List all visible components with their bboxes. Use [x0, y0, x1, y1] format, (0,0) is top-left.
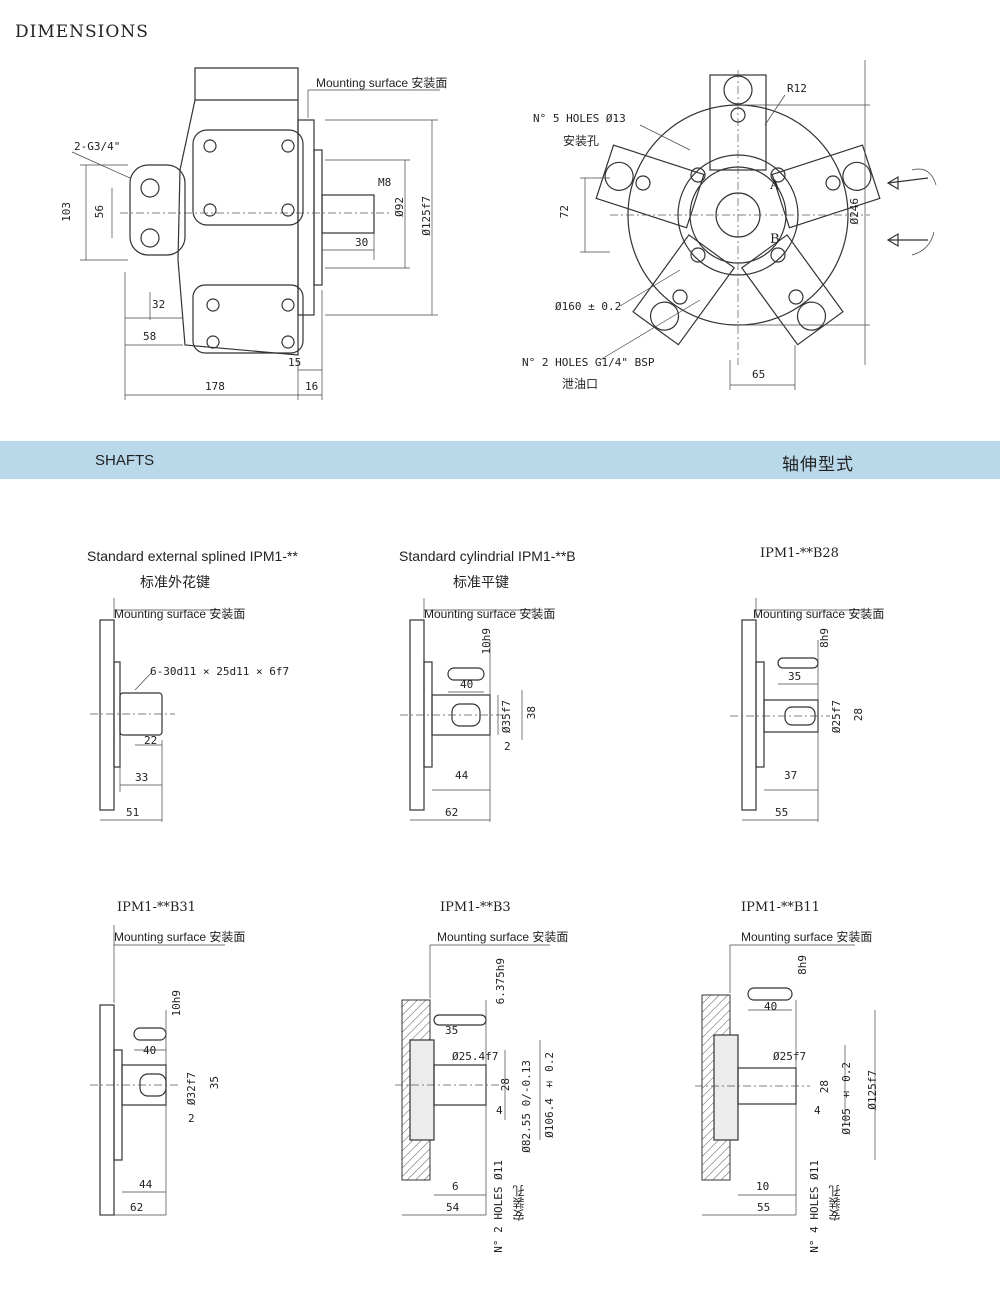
shaft-4-title: IPM1-**B31: [117, 900, 196, 915]
shaft-4-d2: 2: [188, 1112, 195, 1125]
shaft-4-d44: 44: [139, 1178, 153, 1191]
shaft-1-d33: 33: [135, 771, 149, 784]
dim-72: 72: [558, 205, 571, 219]
shaft-1-spline: 6-30d11 × 25d11 × 6f7: [150, 665, 290, 678]
shaft-6-d28: 28: [818, 1080, 831, 1094]
shaft-2-title: Standard cylindrial IPM1-**B: [399, 548, 576, 564]
shaft-3-key: 8h9: [818, 628, 831, 648]
port-a-label: A: [770, 178, 780, 193]
shaft-3-d37: 37: [784, 769, 798, 782]
shaft-1-d22: 22: [144, 734, 158, 747]
shaft-5-holes: N° 2 HOLES Ø11: [492, 1160, 505, 1253]
page-title: DIMENSIONS: [15, 22, 149, 42]
section-band: [0, 441, 1000, 479]
shaft-1-title: Standard external splined IPM1-**: [87, 548, 298, 564]
shaft-4-d35: 35: [208, 1076, 221, 1090]
shaft-4-d62: 62: [130, 1201, 144, 1214]
dim-16: 16: [305, 380, 319, 393]
dim-15: 15: [288, 356, 302, 369]
shaft-6-d10: 10: [756, 1180, 770, 1193]
holes-cn-label: 安装孔: [563, 134, 600, 148]
shaft-3-d55: 55: [775, 806, 789, 819]
shaft-drawing-4: [90, 925, 225, 1216]
shaft-drawing-5: [395, 944, 550, 1216]
shaft-6-d125: Ø125f7: [866, 1070, 879, 1110]
shaft-2-d2: 2: [504, 740, 511, 753]
shaft-5-d54: 54: [446, 1201, 460, 1214]
mounting-surface-label: Mounting surface 安装面: [316, 76, 448, 90]
shaft-4-d32: Ø32f7: [185, 1072, 198, 1106]
side-view-drawing: [71, 67, 440, 400]
shaft-6-holes-cn: 安装孔: [828, 1185, 842, 1221]
dim-92: Ø92: [393, 197, 406, 217]
shafts-heading: SHAFTS: [95, 452, 155, 469]
shaft-drawing-2: [400, 598, 535, 822]
shaft-6-d105: Ø105 ± 0.2: [840, 1062, 853, 1135]
shaft-2-mount: Mounting surface 安装面: [424, 607, 556, 621]
shaft-5-d825: Ø82.55 0/-0.13: [520, 1060, 533, 1153]
shaft-6-d4: 4: [814, 1104, 821, 1117]
shaft-1-mount: Mounting surface 安装面: [114, 607, 246, 621]
dim-103: 103: [60, 202, 73, 222]
shaft-6-d55: 55: [757, 1201, 771, 1214]
shaft-2-d62: 62: [445, 806, 459, 819]
shaft-5-d4: 4: [496, 1104, 503, 1117]
dim-160: Ø160 ± 0.2: [555, 300, 622, 313]
shaft-2-d40: 40: [460, 678, 474, 691]
dim-65: 65: [752, 368, 766, 381]
front-view-drawing: [580, 60, 937, 390]
drain-cn-label: 泄油口: [562, 377, 599, 391]
shaft-5-title: IPM1-**B3: [440, 900, 511, 915]
shaft-2-d38: 38: [525, 706, 538, 720]
shafts-heading-cn: 轴伸型式: [782, 455, 854, 475]
shaft-2-key: 10h9: [480, 628, 493, 655]
shaft-5-d254: Ø25.4f7: [452, 1050, 499, 1063]
shaft-5-d1064: Ø106.4 ± 0.2: [543, 1052, 556, 1138]
shaft-5-key: 6.375h9: [494, 958, 507, 1005]
shaft-4-key: 10h9: [170, 990, 183, 1017]
shaft-6-d40: 40: [764, 1000, 778, 1013]
dim-178: 178: [205, 380, 225, 393]
dim-125: Ø125f7: [420, 196, 433, 236]
shaft-4-mount: Mounting surface 安装面: [114, 930, 246, 944]
shaft-2-d35: Ø35f7: [500, 700, 513, 734]
shaft-5-holes-cn: 安装孔: [512, 1185, 526, 1221]
shaft-6-d25: Ø25f7: [773, 1050, 807, 1063]
shaft-drawing-6: [695, 944, 876, 1216]
shaft-3-title: IPM1-**B28: [760, 546, 839, 561]
shaft-5-d35: 35: [445, 1024, 459, 1037]
dim-56: 56: [93, 205, 106, 219]
radius-r12: R12: [787, 82, 807, 95]
shaft-4-d40: 40: [143, 1044, 157, 1057]
shaft-2-d44: 44: [455, 769, 469, 782]
shaft-6-key: 8h9: [796, 955, 809, 975]
shaft-5-mount: Mounting surface 安装面: [437, 930, 569, 944]
dim-30: 30: [355, 236, 369, 249]
shaft-3-d35: 35: [788, 670, 802, 683]
shaft-5-d28: 28: [499, 1078, 512, 1092]
shaft-3-d28: 28: [852, 708, 865, 722]
shaft-2-cn: 标准平键: [453, 575, 509, 591]
shaft-drawing-1: [90, 598, 220, 822]
port-b-label: B: [770, 232, 780, 247]
shaft-6-holes: N° 4 HOLES Ø11: [808, 1160, 821, 1253]
shaft-3-mount: Mounting surface 安装面: [753, 607, 885, 621]
dim-58: 58: [143, 330, 157, 343]
holes-label: N° 5 HOLES Ø13: [533, 112, 626, 125]
drain-label: N° 2 HOLES G1/4" BSP: [522, 356, 655, 369]
shaft-1-cn: 标准外花键: [140, 575, 210, 591]
shaft-5-d6: 6: [452, 1180, 459, 1193]
dim-32: 32: [152, 298, 166, 311]
dim-246: Ø246: [848, 198, 861, 225]
shaft-3-d25: Ø25f7: [830, 700, 843, 734]
port-label: 2-G3/4": [74, 140, 121, 153]
shaft-6-mount: Mounting surface 安装面: [741, 930, 873, 944]
shaft-6-title: IPM1-**B11: [741, 900, 820, 915]
shaft-1-d51: 51: [126, 806, 140, 819]
thread-m8: M8: [378, 176, 392, 189]
shaft-drawing-3: [730, 598, 870, 822]
